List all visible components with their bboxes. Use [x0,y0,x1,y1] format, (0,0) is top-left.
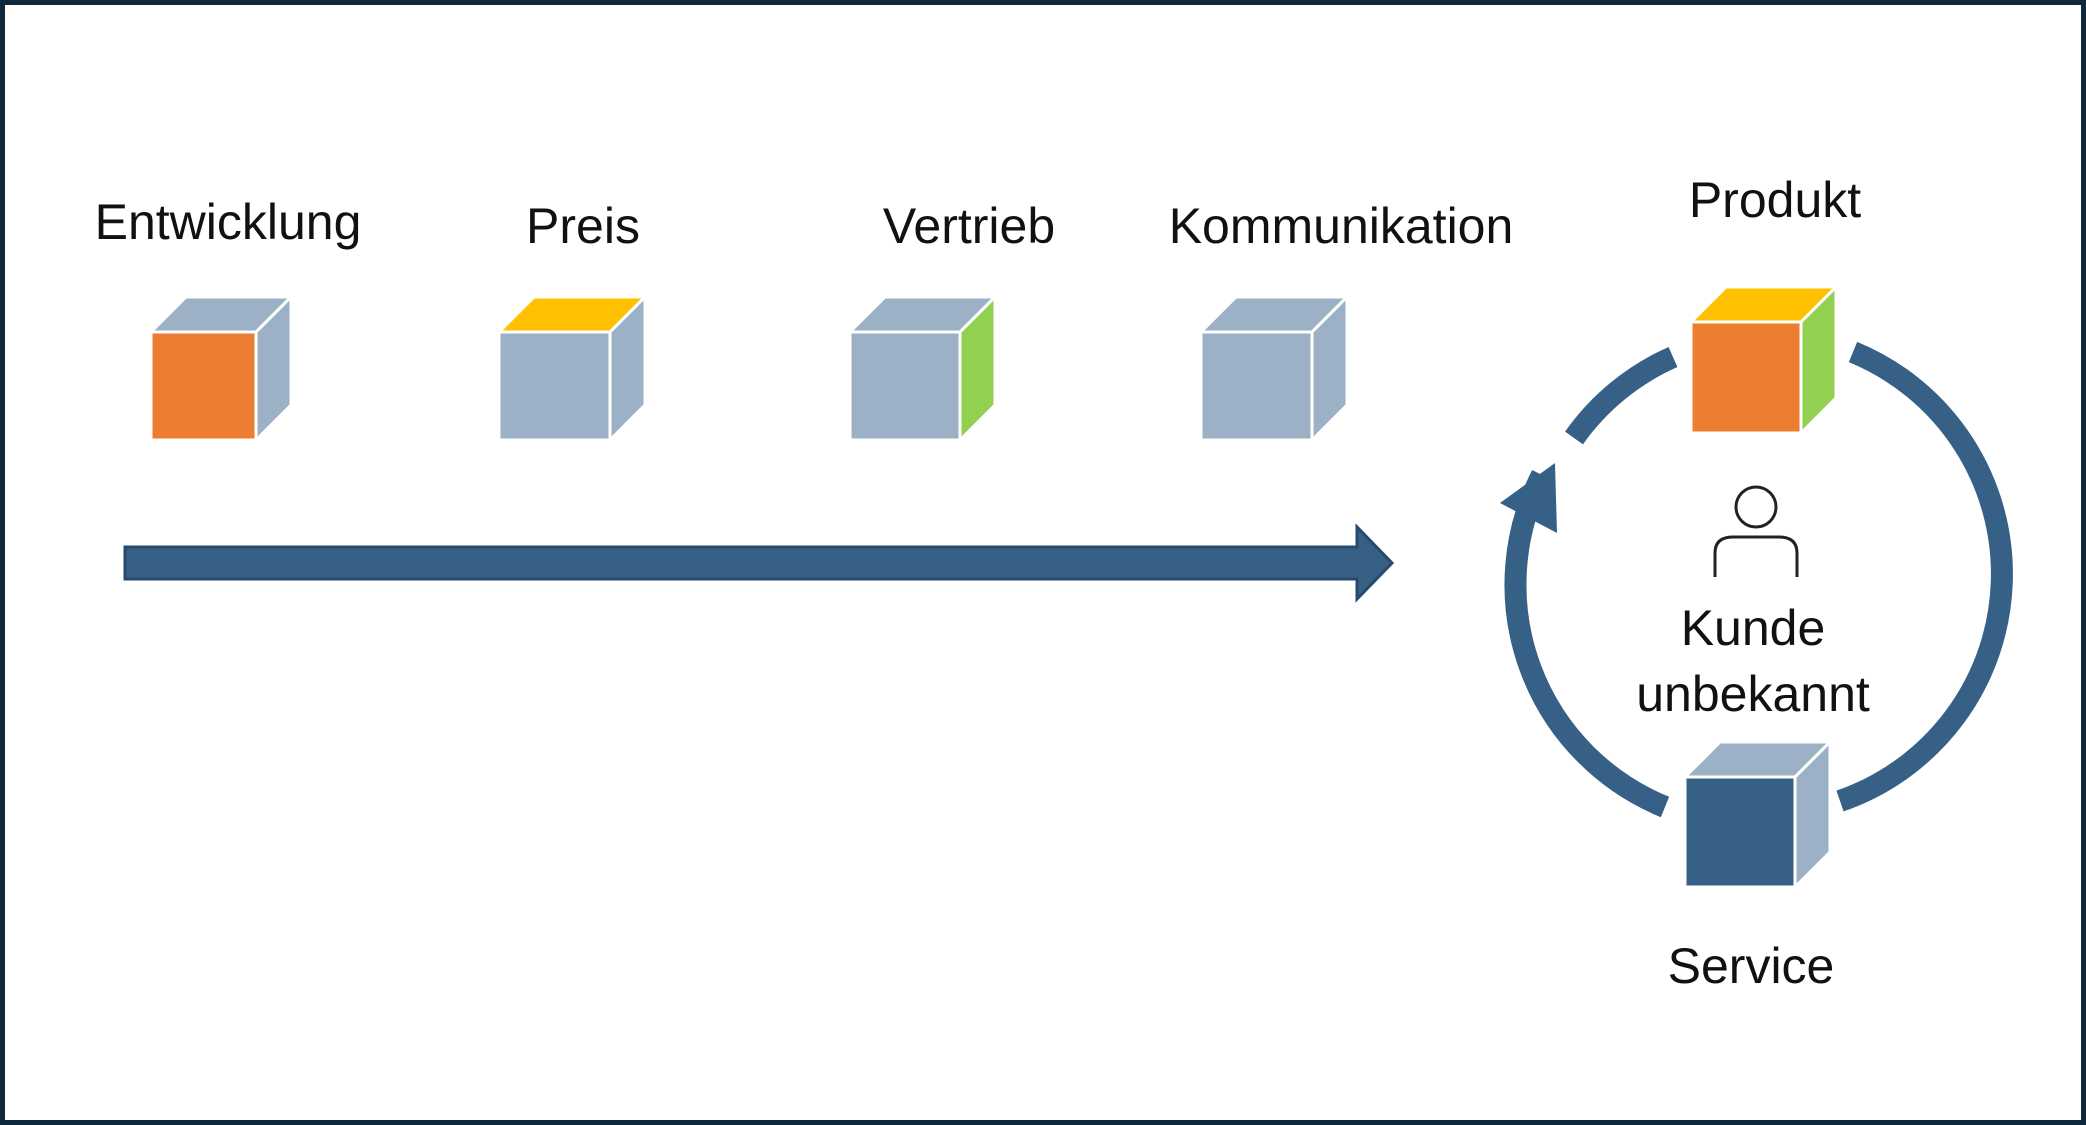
cube-kommunikation [1197,293,1351,444]
label-unbekannt: unbekannt [1636,666,1870,722]
person-icon [1713,485,1799,577]
cycle-arrowhead [1500,463,1557,533]
cube-produkt [1687,283,1840,437]
label-kommunikation: Kommunikation [1168,198,1514,254]
cube-preis [495,293,649,444]
label-preis: Preis [526,198,640,254]
label-produkt: Produkt [1688,172,1862,228]
label-entwicklung: Entwicklung [94,194,362,250]
diagram-graphics [123,283,2013,891]
cycle-ring [1504,341,2013,818]
cube-entwicklung [147,293,295,444]
label-service: Service [1667,938,1835,994]
process-arrow [123,523,1395,603]
label-kunde: Kunde [1680,600,1826,656]
cube-vertrieb [846,293,999,444]
label-vertrieb: Vertrieb [882,198,1056,254]
cube-service [1681,738,1834,891]
